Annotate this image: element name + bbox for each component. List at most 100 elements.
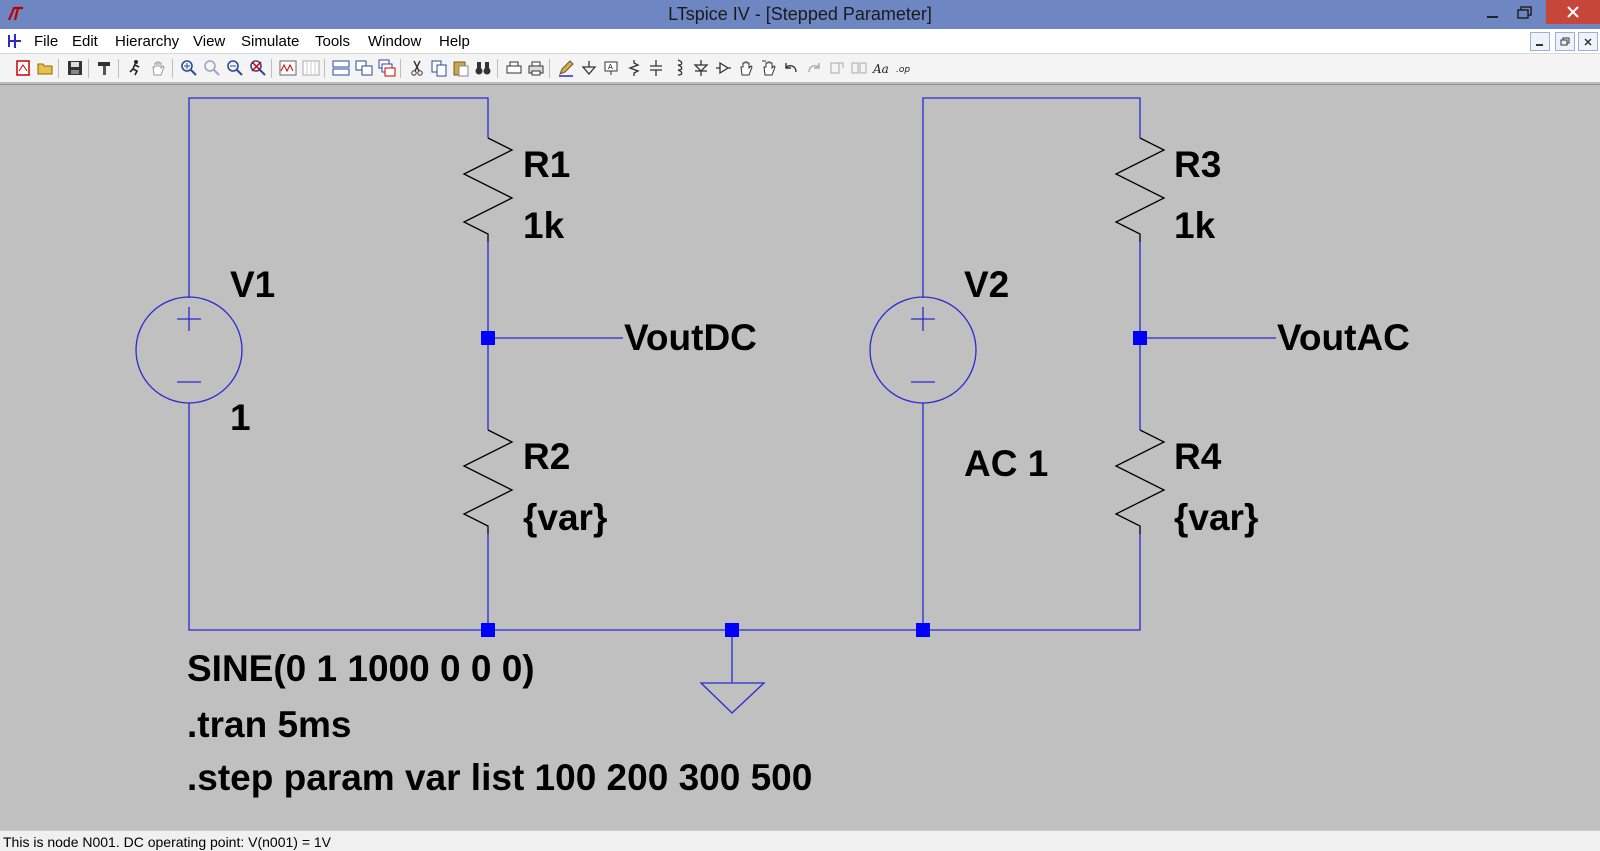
toolbar-separator	[118, 59, 119, 78]
menu-tools[interactable]: Tools	[315, 33, 351, 50]
r1-name-label[interactable]: R1	[523, 144, 570, 185]
rotate-icon[interactable]	[828, 59, 846, 77]
r1-resistor[interactable]	[462, 137, 514, 242]
r4-resistor[interactable]	[1114, 429, 1166, 534]
mdi-minimize-button[interactable]	[1530, 32, 1550, 51]
junction-voutdc[interactable]	[481, 331, 495, 345]
run-simulation-icon[interactable]	[126, 59, 144, 77]
r3-resistor[interactable]	[1114, 137, 1166, 242]
save-icon[interactable]	[66, 59, 84, 77]
cut-icon[interactable]	[408, 59, 426, 77]
diode-icon[interactable]	[692, 59, 710, 77]
menu-file[interactable]: File	[34, 33, 59, 50]
tran-directive[interactable]: .tran 5ms	[187, 704, 352, 745]
halt-hand-icon[interactable]	[149, 59, 167, 77]
resistor-icon[interactable]	[625, 59, 643, 77]
junction-ground[interactable]	[725, 623, 739, 637]
junction-r2-bottom[interactable]	[481, 623, 495, 637]
component-icon[interactable]	[714, 59, 732, 77]
restore-button[interactable]	[1510, 0, 1540, 26]
find-binoculars-icon[interactable]	[474, 59, 492, 77]
r2-resistor[interactable]	[462, 429, 514, 534]
v2-value-label[interactable]: AC 1	[964, 443, 1048, 484]
minimize-icon	[1536, 43, 1543, 46]
inductor-icon[interactable]	[669, 59, 687, 77]
r2-value-label[interactable]: {var}	[523, 497, 607, 538]
r4-value-label[interactable]: {var}	[1174, 497, 1258, 538]
r4-name-label[interactable]: R4	[1174, 436, 1222, 477]
r3-value-label[interactable]: 1k	[1174, 205, 1216, 246]
v1-voltage-source[interactable]	[135, 296, 243, 404]
schematic-canvas[interactable]: R1 1k R2 {var} R3 1k R4 {var} V1 1 V2 AC…	[0, 84, 1600, 830]
close-button[interactable]	[1546, 0, 1600, 24]
spice-directive-icon[interactable]: .op	[895, 59, 913, 77]
status-bar: This is node N001. DC operating point: V…	[0, 830, 1600, 851]
junction-v2-bottom[interactable]	[916, 623, 930, 637]
zoom-out-icon[interactable]	[226, 59, 244, 77]
step-param-directive[interactable]: .step param var list 100 200 300 500	[187, 757, 812, 798]
menu-simulate[interactable]: Simulate	[241, 33, 300, 50]
v2-voltage-source[interactable]	[869, 296, 977, 404]
draw-wire-pencil-icon[interactable]	[557, 59, 575, 77]
ground-symbol[interactable]	[699, 682, 766, 714]
menu-view[interactable]: View	[193, 33, 226, 50]
source-sine-directive[interactable]: SINE(0 1 1000 0 0 0)	[187, 648, 535, 689]
new-schematic-icon[interactable]	[14, 59, 32, 77]
net-label-voutdc[interactable]: VoutDC	[624, 317, 757, 358]
toolbar-separator	[549, 59, 550, 78]
tile-horizontal-icon[interactable]	[332, 59, 350, 77]
text-icon[interactable]: Aa	[872, 59, 890, 77]
v1-name-label[interactable]: V1	[230, 264, 275, 305]
menu-bar: File Edit Hierarchy View Simulate Tools …	[0, 29, 1600, 54]
menu-hierarchy[interactable]: Hierarchy	[115, 33, 180, 50]
mdi-restore-button[interactable]	[1555, 32, 1575, 51]
schematic-drawing[interactable]: R1 1k R2 {var} R3 1k R4 {var} V1 1 V2 AC…	[0, 85, 1600, 831]
r2-name-label[interactable]: R2	[523, 436, 570, 477]
toolbar-separator	[497, 59, 498, 78]
net-label-voutac[interactable]: VoutAC	[1277, 317, 1410, 358]
zoom-fit-icon[interactable]	[249, 59, 267, 77]
label-net-icon[interactable]: A	[602, 59, 620, 77]
v2-name-label[interactable]: V2	[964, 264, 1009, 305]
drag-hand-icon[interactable]	[760, 59, 778, 77]
close-icon	[1567, 6, 1579, 18]
junction-voutac[interactable]	[1133, 331, 1147, 345]
r3-name-label[interactable]: R3	[1174, 144, 1221, 185]
waveform-grid-icon[interactable]	[302, 59, 320, 77]
ground-icon[interactable]	[580, 59, 598, 77]
status-text: This is node N001. DC operating point: V…	[3, 834, 332, 850]
print-icon[interactable]	[527, 59, 545, 77]
mdi-close-button[interactable]	[1578, 32, 1598, 51]
svg-text:.op: .op	[896, 65, 910, 75]
move-hand-icon[interactable]	[737, 59, 755, 77]
capacitor-icon[interactable]	[647, 59, 665, 77]
zoom-area-icon[interactable]	[203, 59, 221, 77]
mirror-icon[interactable]	[850, 59, 868, 77]
paste-icon[interactable]	[452, 59, 470, 77]
schematic-doc-icon[interactable]	[6, 32, 24, 50]
undo-icon[interactable]	[782, 59, 800, 77]
r1-value-label[interactable]: 1k	[523, 205, 565, 246]
open-folder-icon[interactable]	[36, 59, 54, 77]
menu-help[interactable]: Help	[439, 33, 470, 50]
waveform-icon[interactable]	[279, 59, 297, 77]
zoom-in-icon[interactable]	[180, 59, 198, 77]
minimize-button[interactable]	[1478, 0, 1508, 26]
print-setup-icon[interactable]	[505, 59, 523, 77]
window-title: LTspice IV - [Stepped Parameter]	[668, 4, 932, 24]
cascade-windows-icon[interactable]	[378, 59, 396, 77]
right-circuit-wires[interactable]	[922, 97, 1276, 631]
ltspice-logo-icon[interactable]	[6, 4, 26, 24]
left-circuit-wires[interactable]	[188, 97, 923, 683]
title-bar: LTspice IV - [Stepped Parameter]	[0, 0, 1600, 29]
restore-icon	[1517, 6, 1532, 19]
tile-vertical-icon[interactable]	[355, 59, 373, 77]
control-panel-hammer-icon[interactable]	[96, 59, 114, 77]
copy-icon[interactable]	[430, 59, 448, 77]
redo-icon[interactable]	[805, 59, 823, 77]
menu-edit[interactable]: Edit	[72, 33, 98, 50]
v1-value-label[interactable]: 1	[230, 397, 251, 438]
close-icon	[1584, 37, 1592, 46]
toolbar: A Aa .op	[0, 54, 1600, 83]
menu-window[interactable]: Window	[368, 33, 422, 50]
